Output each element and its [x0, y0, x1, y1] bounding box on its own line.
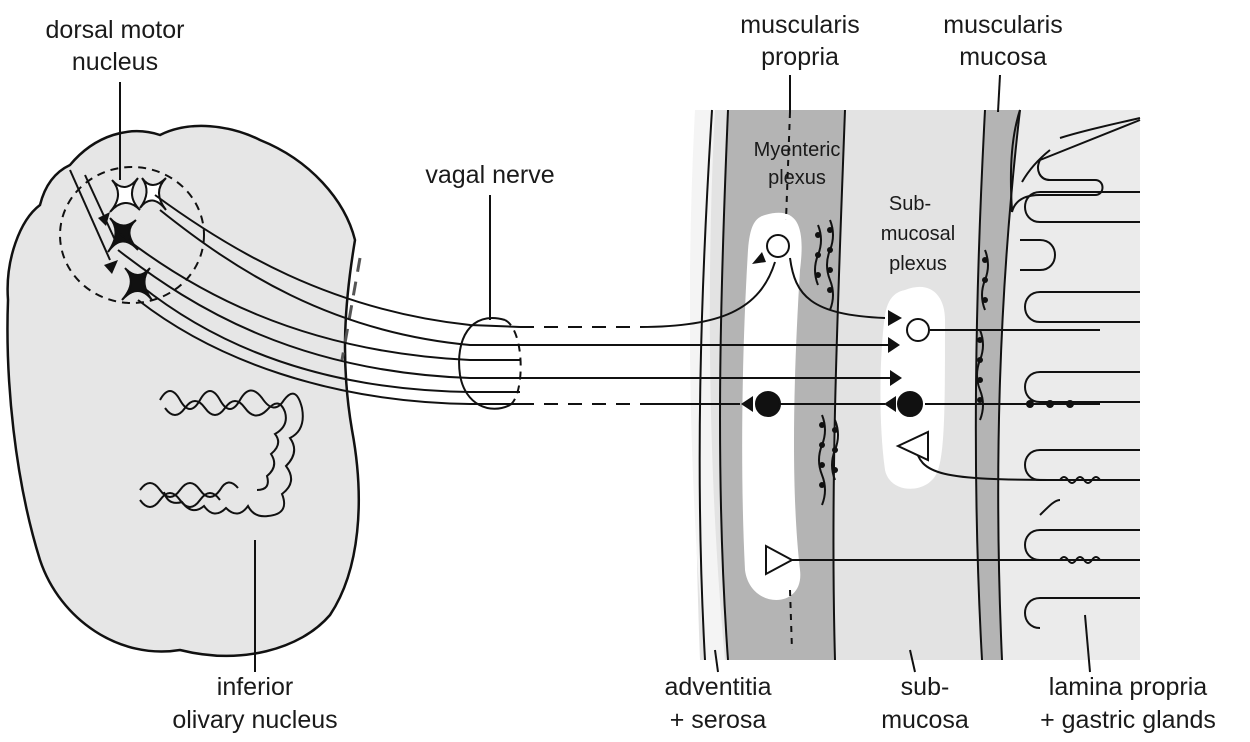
myenteric-neuron-open	[767, 235, 789, 257]
submucosal-line1: Sub-	[889, 193, 931, 215]
label-lamina-propria: lamina propria + gastric glands	[1040, 673, 1216, 734]
vagal-nerve-sheath	[459, 318, 521, 409]
submucosal-line3: plexus	[889, 253, 947, 275]
label-submucosa: sub- mucosa	[881, 673, 969, 734]
muscularis-propria-line1: muscularis	[740, 11, 859, 39]
submucosal-line2: mucosal	[881, 223, 955, 245]
myenteric-line2: plexus	[768, 167, 826, 189]
adventitia-line1: adventitia	[664, 673, 771, 701]
submucosal-neuron-open	[907, 319, 929, 341]
myenteric-line1: Myenteric	[754, 139, 841, 161]
brainstem-outline	[7, 126, 358, 656]
adventitia-line2: + serosa	[670, 706, 767, 734]
label-inferior-olivary: inferior olivary nucleus	[172, 673, 337, 734]
dorsal-motor-label-line2: nucleus	[72, 48, 158, 76]
brainstem-section	[7, 126, 360, 656]
label-muscularis-propria: muscularis propria	[740, 11, 859, 71]
label-muscularis-mucosa: muscularis mucosa	[943, 11, 1062, 71]
muscularis-propria-line2: propria	[761, 43, 839, 71]
dorsal-motor-label-line1: dorsal motor	[46, 16, 185, 44]
submucosal-neuron-filled	[898, 392, 922, 416]
submucosa-line1: sub-	[901, 673, 950, 701]
muscularis-mucosa-line2: mucosa	[959, 43, 1047, 71]
vagal-nerve-label: vagal nerve	[425, 161, 554, 189]
submucosa-line2: mucosa	[881, 706, 969, 734]
myenteric-neuron-filled	[756, 392, 780, 416]
lamina-line2: + gastric glands	[1040, 706, 1216, 734]
lamina-line1: lamina propria	[1049, 673, 1208, 701]
olivary-label-line2: olivary nucleus	[172, 706, 337, 734]
olivary-label-line1: inferior	[217, 673, 293, 701]
muscularis-mucosa-line1: muscularis	[943, 11, 1062, 39]
label-dorsal-motor-nucleus: dorsal motor nucleus	[46, 16, 185, 76]
label-adventitia: adventitia + serosa	[664, 673, 771, 734]
